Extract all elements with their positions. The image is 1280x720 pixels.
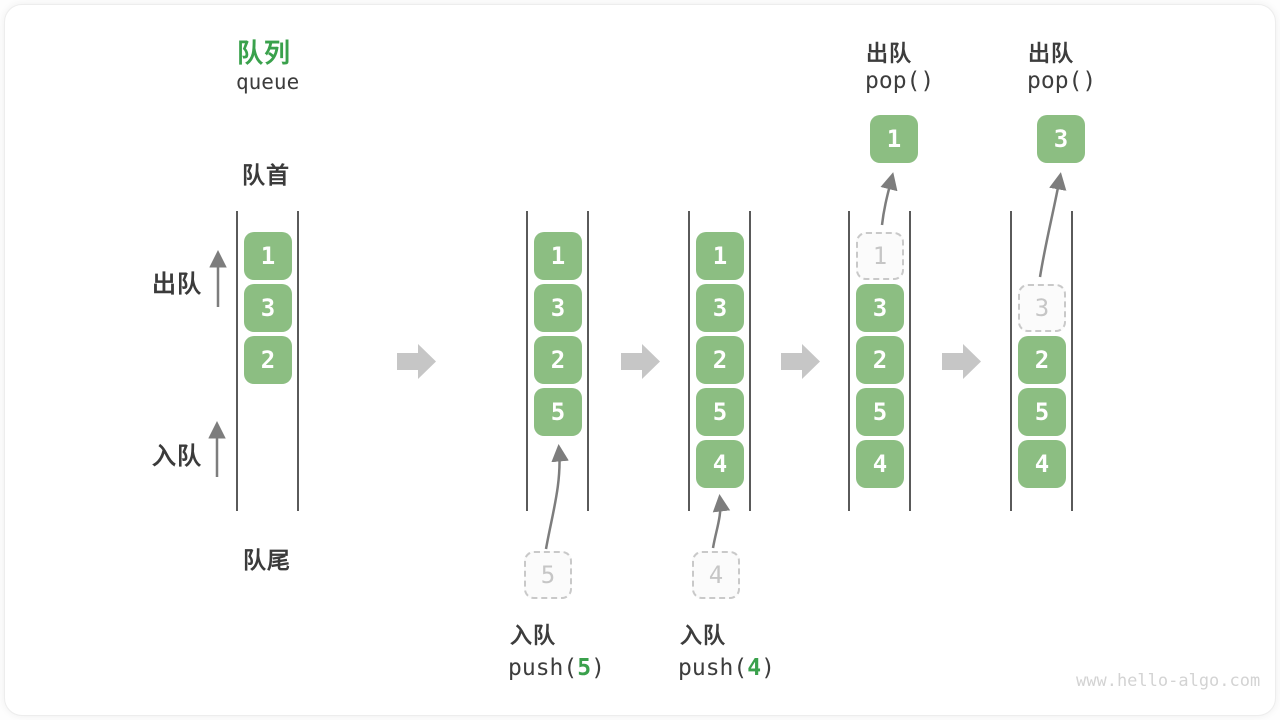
queue-cell: 1 [696, 232, 744, 280]
queue-cell: 1 [244, 232, 292, 280]
op-label-zh: 入队 [680, 623, 727, 648]
fn-close: ) [591, 655, 605, 681]
title-zh: 队列 [237, 38, 292, 68]
queue-wall [1010, 211, 1012, 511]
queue-cell: 2 [244, 336, 292, 384]
fn-open: push( [508, 655, 578, 681]
popped-cell: 1 [870, 115, 918, 163]
queue-cell: 5 [534, 388, 582, 436]
op-code: push(4) [678, 655, 775, 681]
queue-wall [297, 211, 299, 511]
queue-wall [1071, 211, 1073, 511]
queue-wall [909, 211, 911, 511]
staged-cell: 5 [524, 551, 572, 599]
label-queue-front: 队首 [242, 162, 290, 188]
queue-cell: 5 [696, 388, 744, 436]
figure-card [4, 4, 1276, 716]
label-enqueue: 入队 [152, 443, 202, 470]
queue-cell: 5 [1018, 388, 1066, 436]
queue-cell: 2 [856, 336, 904, 384]
popped-cell: 3 [1037, 115, 1085, 163]
queue-cell: 4 [856, 440, 904, 488]
queue-cell: 3 [244, 284, 292, 332]
label-dequeue: 出队 [152, 271, 202, 298]
watermark: www.hello-algo.com [1076, 671, 1261, 691]
op-code: pop() [1027, 68, 1097, 94]
fn-open: push( [678, 655, 748, 681]
queue-cell: 1 [534, 232, 582, 280]
fn-arg: 5 [577, 655, 592, 681]
queue-wall [236, 211, 238, 511]
queue-cell: 4 [696, 440, 744, 488]
queue-wall [526, 211, 528, 511]
queue-cell: 4 [1018, 440, 1066, 488]
queue-cell: 3 [856, 284, 904, 332]
ghost-cell: 1 [856, 232, 904, 280]
queue-cell: 3 [696, 284, 744, 332]
title-en: queue [236, 70, 300, 94]
queue-wall [848, 211, 850, 511]
op-label-zh: 出队 [866, 41, 913, 66]
label-queue-rear: 队尾 [243, 547, 291, 573]
queue-cell: 2 [696, 336, 744, 384]
queue-wall [688, 211, 690, 511]
fn-arg: 4 [747, 655, 762, 681]
queue-wall [587, 211, 589, 511]
fn-close: ) [761, 655, 775, 681]
op-code: pop() [865, 68, 935, 94]
queue-wall [749, 211, 751, 511]
staged-cell: 4 [692, 551, 740, 599]
op-label-zh: 入队 [510, 623, 557, 648]
op-code: push(5) [508, 655, 605, 681]
queue-cell: 3 [534, 284, 582, 332]
queue-cell: 5 [856, 388, 904, 436]
queue-cell: 2 [534, 336, 582, 384]
op-label-zh: 出队 [1028, 41, 1075, 66]
ghost-cell: 3 [1018, 284, 1066, 332]
queue-cell: 2 [1018, 336, 1066, 384]
